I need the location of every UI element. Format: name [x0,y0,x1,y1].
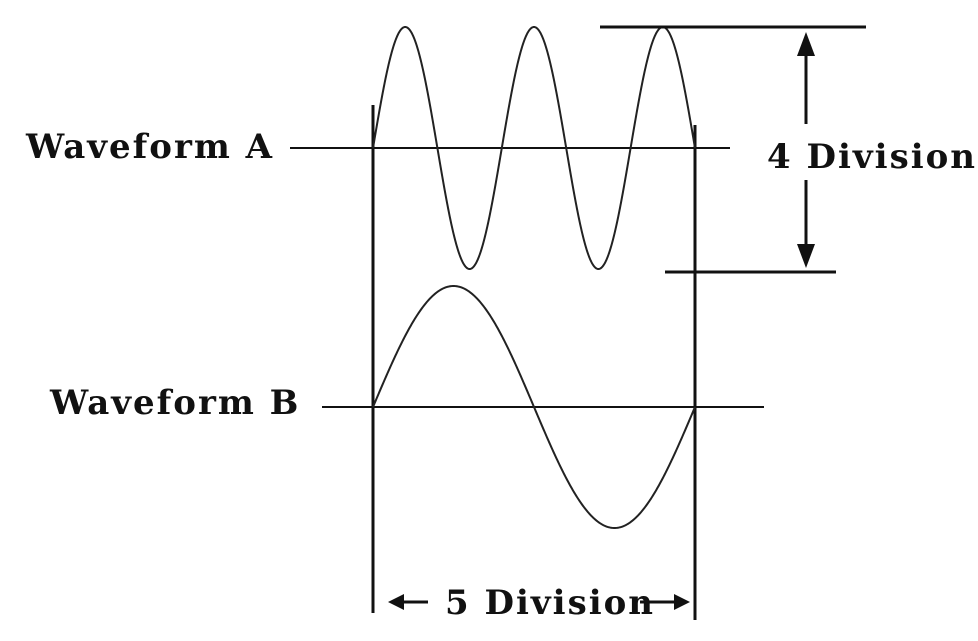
waveform-b-label: Waveform B [49,383,300,423]
waveform-a-curve [372,25,696,271]
vertical-span-label: 4 Division [767,137,977,177]
waveform-a-label: Waveform A [25,127,274,167]
waveform-b-curve [372,284,696,530]
horizontal-span-label: 5 Division [445,583,655,623]
vertical-arrow-up-head [797,32,815,56]
vertical-arrow-down-head [797,244,815,268]
horizontal-arrow-left-head [388,594,404,610]
horizontal-arrow-right-head [674,594,690,610]
